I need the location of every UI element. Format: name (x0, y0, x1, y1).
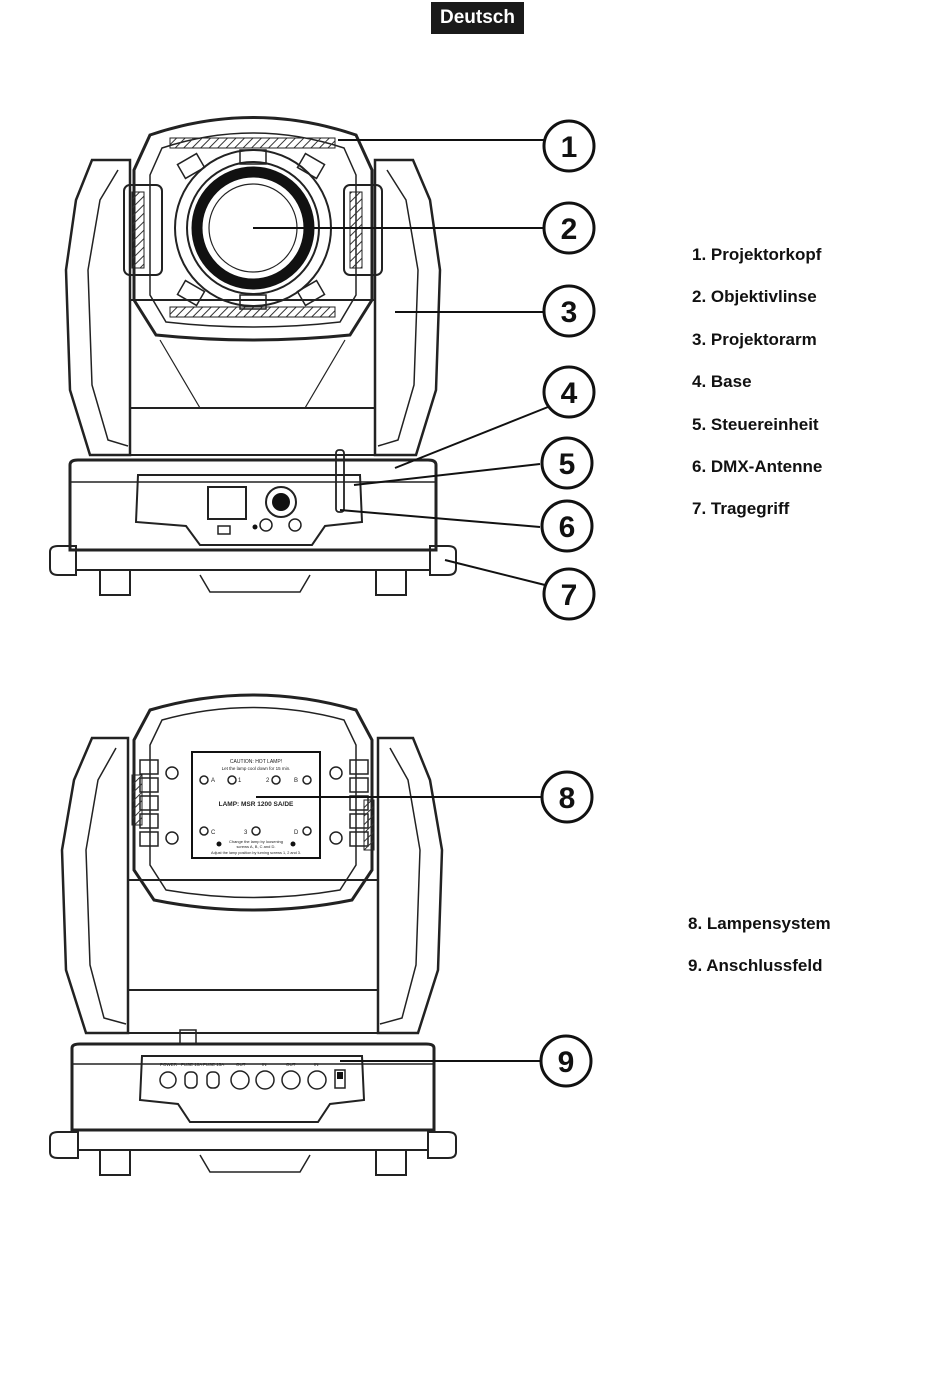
svg-text:screws A, B, C and D.: screws A, B, C and D. (237, 844, 276, 849)
legend-item: 4. Base (692, 372, 752, 392)
svg-text:7: 7 (561, 579, 578, 612)
legend-item: 2. Objektivlinse (692, 287, 817, 307)
svg-text:IN: IN (262, 1062, 267, 1067)
svg-text:OUT: OUT (236, 1062, 246, 1067)
rear-parts-legend: 8. Lampensystem 9. Anschlussfeld (688, 914, 831, 999)
svg-text:POWER: POWER (160, 1062, 178, 1067)
legend-item: 8. Lampensystem (688, 914, 831, 933)
callout-9: 9 (539, 1034, 593, 1088)
callout-5: 5 (540, 436, 594, 490)
callout-8: 8 (540, 770, 594, 824)
legend-item: 5. Steuereinheit (692, 414, 819, 434)
svg-text:OUT: OUT (286, 1062, 296, 1067)
legend-item: 7. Tragegriff (692, 499, 790, 519)
svg-text:A: A (211, 778, 215, 784)
rear-callout-lines (256, 796, 543, 1062)
front-view-device (49, 116, 457, 596)
front-parts-legend: 1. Projektorkopf 2. Objektivlinse 3. Pro… (692, 245, 822, 542)
svg-text:2: 2 (561, 213, 578, 246)
callout-7: 7 (542, 567, 596, 621)
callout-4: 4 (542, 365, 596, 419)
svg-text:Change the lamp by loosening: Change the lamp by loosening (229, 839, 283, 844)
svg-text:4: 4 (561, 377, 578, 410)
rear-view-device: CAUTION: HOT LAMP! Let the lamp cool dow… (49, 693, 457, 1176)
callout-6: 6 (540, 499, 594, 553)
callout-1: 1 (542, 119, 596, 173)
legend-item: 3. Projektorarm (692, 329, 817, 349)
legend-item: 9. Anschlussfeld (688, 956, 823, 976)
svg-text:6: 6 (559, 511, 576, 544)
svg-text:IN: IN (314, 1062, 319, 1067)
svg-text:B: B (294, 778, 298, 784)
callout-3: 3 (542, 284, 596, 338)
svg-text:3: 3 (561, 296, 578, 329)
svg-text:3: 3 (244, 830, 248, 836)
svg-text:D: D (294, 830, 299, 836)
svg-text:2: 2 (266, 778, 270, 784)
svg-text:LAMP: MSR 1200 SA/DE: LAMP: MSR 1200 SA/DE (219, 801, 294, 808)
svg-text:9: 9 (558, 1046, 575, 1079)
svg-text:8: 8 (559, 782, 576, 815)
svg-text:FUSE 10A: FUSE 10A (181, 1062, 202, 1067)
svg-text:Adjust the lamp position by tu: Adjust the lamp position by turning scre… (211, 851, 301, 855)
legend-item: 6. DMX-Antenne (692, 456, 823, 476)
legend-item: 1. Projektorkopf (692, 245, 822, 264)
svg-text:1: 1 (561, 131, 578, 164)
callout-2: 2 (542, 201, 596, 255)
svg-text:5: 5 (559, 448, 576, 481)
front-callout-lines (253, 139, 549, 586)
svg-text:Let the lamp cool down for 15: Let the lamp cool down for 15 min. (222, 766, 291, 771)
svg-text:CAUTION: HOT LAMP!: CAUTION: HOT LAMP! (230, 759, 282, 765)
svg-text:1: 1 (238, 778, 242, 784)
svg-text:C: C (211, 830, 216, 836)
svg-text:FUSE 15A: FUSE 15A (203, 1062, 224, 1067)
language-badge: Deutsch (431, 2, 524, 34)
